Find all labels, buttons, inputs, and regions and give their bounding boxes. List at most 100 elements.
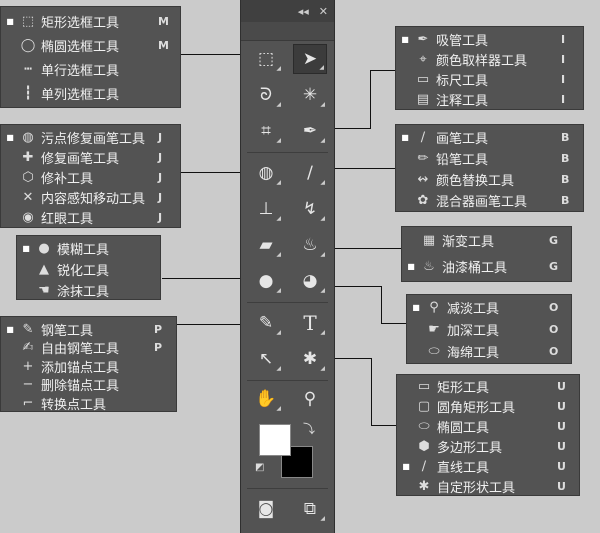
- screen-mode-button[interactable]: ⧉◢: [303, 499, 325, 522]
- flyout-item-label: 单行选框工具: [41, 63, 120, 79]
- flyout-item-marquee[interactable]: ┇单列选框工具: [1, 83, 180, 103]
- magic-wand-tool-button[interactable]: ✳◢: [302, 85, 325, 108]
- brush-tool-button[interactable]: ∕◢: [307, 163, 325, 186]
- marquee-tool-button[interactable]: ⬚◢: [257, 49, 281, 72]
- quick-mask-button[interactable]: ◙: [249, 494, 283, 524]
- column-marquee-icon: ┇: [24, 85, 32, 101]
- magic-wand-icon: ✳: [302, 85, 318, 105]
- blur-tool-button[interactable]: ●◢: [258, 271, 281, 294]
- eyedropper-tool-button[interactable]: ✒◢: [302, 121, 325, 144]
- shortcut-key: J: [158, 150, 163, 164]
- shortcut-key: B: [561, 151, 570, 165]
- flyout-item-label: 添加锚点工具: [41, 360, 120, 376]
- tools-panel-grip[interactable]: [241, 22, 334, 41]
- swap-colors-icon[interactable]: ⤵: [303, 422, 316, 436]
- foreground-color-swatch[interactable]: [259, 424, 291, 456]
- collapse-icon[interactable]: ◂◂: [297, 4, 309, 18]
- dodge-icon: ◕: [302, 271, 318, 291]
- selected-marker: ■: [6, 16, 14, 26]
- flyout-item-pen[interactable]: ⌐转换点工具: [1, 393, 176, 413]
- hand-tool-button[interactable]: ✋◢: [255, 389, 281, 412]
- brush-icon: ∕: [307, 163, 313, 183]
- lasso-icon: ᘐ: [260, 85, 272, 105]
- zoom-tool-button[interactable]: ⚲: [293, 384, 327, 414]
- connector-eyedropper-h2: [326, 128, 371, 129]
- arrow-icon: ↖: [258, 349, 274, 369]
- spot-healing-icon: ◍: [22, 129, 34, 145]
- flyout-item-blur[interactable]: ▲锐化工具: [17, 259, 160, 279]
- bandage-icon: ◍: [258, 163, 274, 183]
- flyout-item-blur[interactable]: ☚涂抹工具: [17, 280, 160, 300]
- history-brush-tool-button[interactable]: ↯◢: [302, 199, 325, 222]
- connector-blur: [162, 278, 260, 279]
- default-colors-icon[interactable]: ◩: [255, 462, 265, 473]
- pen-icon: ✎: [22, 321, 34, 337]
- shortcut-key: G: [549, 233, 559, 247]
- row-marquee-icon: ┅: [24, 61, 32, 77]
- ellipse-marquee-icon: ◯: [20, 37, 36, 53]
- flyout-item-label: 内容感知移动工具: [41, 191, 146, 207]
- lasso-tool-button[interactable]: ᘐ◢: [260, 85, 281, 108]
- smudge-icon: ☚: [38, 282, 50, 298]
- flyout-item-marquee[interactable]: ┅ 单行选框工具: [1, 59, 180, 79]
- paint-bucket-tool-button[interactable]: ♨◢: [302, 235, 325, 258]
- selected-marker: ■: [402, 461, 410, 471]
- crop-tool-button[interactable]: ⌗◢: [261, 121, 281, 144]
- shortcut-key: I: [561, 32, 566, 46]
- flyout-item-pen[interactable]: +添加锚点工具: [1, 356, 176, 376]
- custom-shape-tool-button[interactable]: ✱◢: [302, 349, 325, 372]
- sharpen-icon: ▲: [39, 261, 49, 277]
- convert-point-icon: ⌐: [22, 395, 34, 411]
- healing-tool-button[interactable]: ◍◢: [258, 163, 281, 186]
- clone-stamp-tool-button[interactable]: ⊥◢: [258, 199, 281, 222]
- shortcut-key: U: [557, 399, 566, 413]
- dodge-tool-button[interactable]: ◕◢: [302, 271, 325, 294]
- selected-marker: ■: [401, 132, 409, 142]
- eraser-tool-button[interactable]: ▰◢: [259, 235, 281, 258]
- connector-eyedropper-h1: [370, 70, 396, 71]
- path-selection-tool-button[interactable]: ↖◢: [258, 349, 281, 372]
- type-tool-button[interactable]: T◢: [303, 311, 325, 336]
- flyout-item-label: 钢笔工具: [41, 323, 94, 339]
- flyout-item-blur[interactable]: ■●模糊工具: [17, 238, 160, 258]
- flyout-item-label: 椭圆工具: [437, 420, 490, 436]
- pen-tool-button[interactable]: ✎◢: [258, 313, 281, 336]
- flyout-item-label: 标尺工具: [436, 73, 489, 89]
- close-icon[interactable]: ✕: [318, 4, 328, 18]
- flyout-item-label: 矩形选框工具: [41, 15, 120, 31]
- move-tool-button[interactable]: ➤◢: [293, 44, 327, 74]
- flyout-item-pen[interactable]: −删除锚点工具: [1, 375, 176, 395]
- connector-gradient: [334, 248, 402, 249]
- polygon-icon: ⬢: [418, 438, 430, 454]
